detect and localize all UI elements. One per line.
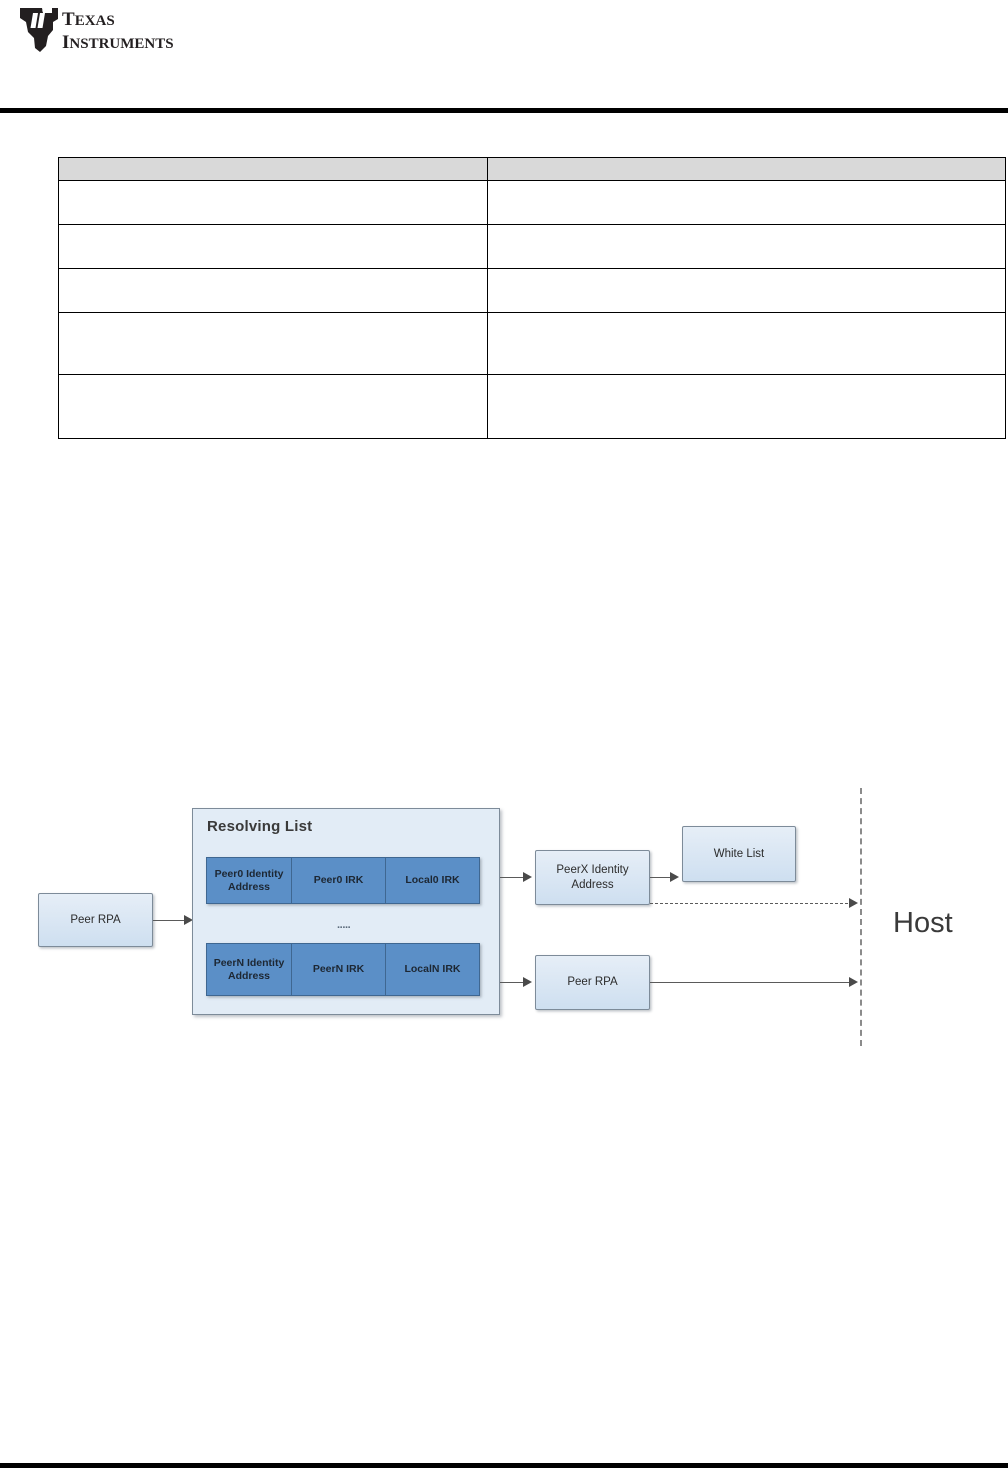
cell-peer0-irk: Peer0 IRK [292, 857, 386, 904]
table-row [58, 224, 1006, 269]
table-cell [487, 224, 1006, 269]
spec-table [58, 157, 1006, 439]
node-peer-rpa-output-label: Peer RPA [567, 976, 618, 989]
node-peerx-identity-address-label: PeerX Identity Address [556, 864, 629, 891]
node-peer-rpa-output: Peer RPA [535, 955, 650, 1010]
table-cell [58, 374, 488, 439]
node-peer-rpa-input-label: Peer RPA [70, 913, 121, 926]
ti-logo: TEXAS INSTRUMENTS [12, 6, 194, 58]
table-cell [487, 268, 1006, 313]
table-cell [58, 268, 488, 313]
resolving-list-title: Resolving List [207, 818, 313, 835]
host-boundary-divider [860, 788, 862, 1046]
brand-instruments: INSTRUMENTS [62, 32, 174, 53]
table-cell [487, 312, 1006, 375]
brand-texas: TEXAS [62, 9, 115, 30]
header-divider-rule [0, 108, 1008, 113]
arrow-resolving-list-to-peer-rpa-output [500, 982, 525, 983]
table-cell [58, 180, 488, 225]
table-header-label-0 [59, 158, 487, 164]
table-header-cell-0 [58, 157, 488, 181]
arrow-peerx-to-white-list [650, 877, 672, 878]
table-header-label-1 [488, 158, 1005, 164]
table-cell [487, 374, 1006, 439]
resolving-list-row-0: Peer0 Identity Address Peer0 IRK Local0 … [206, 857, 480, 904]
node-white-list: White List [682, 826, 796, 882]
arrow-peer-rpa-to-resolving-list [153, 920, 187, 921]
table-cell [487, 180, 1006, 225]
table-cell [58, 224, 488, 269]
footer-divider-rule [0, 1463, 1008, 1468]
table-row [58, 268, 1006, 313]
resolving-list-row-n: PeerN Identity Address PeerN IRK LocalN … [206, 943, 480, 996]
table-header-row [58, 157, 1006, 181]
node-white-list-label: White List [713, 847, 765, 860]
table-row [58, 312, 1006, 375]
arrow-head-resolving-list-to-peer-rpa-output [523, 977, 532, 987]
table-row [58, 180, 1006, 225]
cell-peer0-identity-address: Peer0 Identity Address [206, 857, 292, 904]
arrow-peer-rpa-output-to-host [650, 982, 853, 983]
cell-local0-irk: Local0 IRK [386, 857, 480, 904]
arrow-head-peer-rpa-output-to-host [849, 977, 858, 987]
resolving-list-ellipsis: ····· [337, 922, 351, 934]
table-header-cell-1 [487, 157, 1006, 181]
arrow-head-peer-rpa-to-resolving-list [184, 915, 193, 925]
node-peerx-identity-address: PeerX Identity Address [535, 850, 650, 905]
privacy-resolving-list-diagram: Peer RPA Resolving List Peer0 Identity A… [0, 760, 1008, 1070]
arrow-peerx-to-host-dashed [650, 903, 853, 904]
arrow-head-peerx-to-white-list [670, 872, 679, 882]
table-cell [58, 312, 488, 375]
node-peer-rpa-input: Peer RPA [38, 893, 153, 947]
host-label: Host [893, 907, 953, 939]
arrow-head-resolving-list-to-peerx [523, 872, 532, 882]
cell-peern-identity-address: PeerN Identity Address [206, 943, 292, 996]
table-row [58, 374, 1006, 439]
arrow-head-peerx-to-host [849, 898, 858, 908]
cell-peern-irk: PeerN IRK [292, 943, 386, 996]
arrow-resolving-list-to-peerx [500, 877, 525, 878]
cell-localn-irk: LocalN IRK [386, 943, 480, 996]
